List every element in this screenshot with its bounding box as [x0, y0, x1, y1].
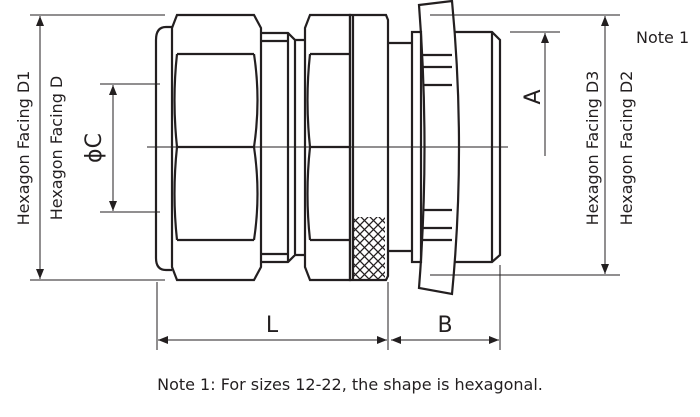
locknut — [417, 0, 461, 296]
dimension-lines — [30, 14, 620, 350]
label-l: L — [266, 313, 279, 338]
label-d2: Hexagon Facing D2 — [617, 71, 636, 226]
label-d1: Hexagon Facing D1 — [14, 71, 33, 226]
label-a: A — [521, 89, 546, 104]
label-c: ϕC — [82, 133, 107, 163]
label-b: B — [437, 313, 452, 338]
label-d3: Hexagon Facing D3 — [583, 71, 602, 226]
footnote: Note 1: For sizes 12-22, the shape is he… — [157, 375, 543, 394]
end-cap — [154, 25, 172, 272]
hex-nut-main — [170, 13, 263, 282]
fitting-body — [154, 0, 502, 296]
note-ref: Note 1 — [636, 28, 690, 47]
label-d: Hexagon Facing D — [47, 76, 66, 221]
